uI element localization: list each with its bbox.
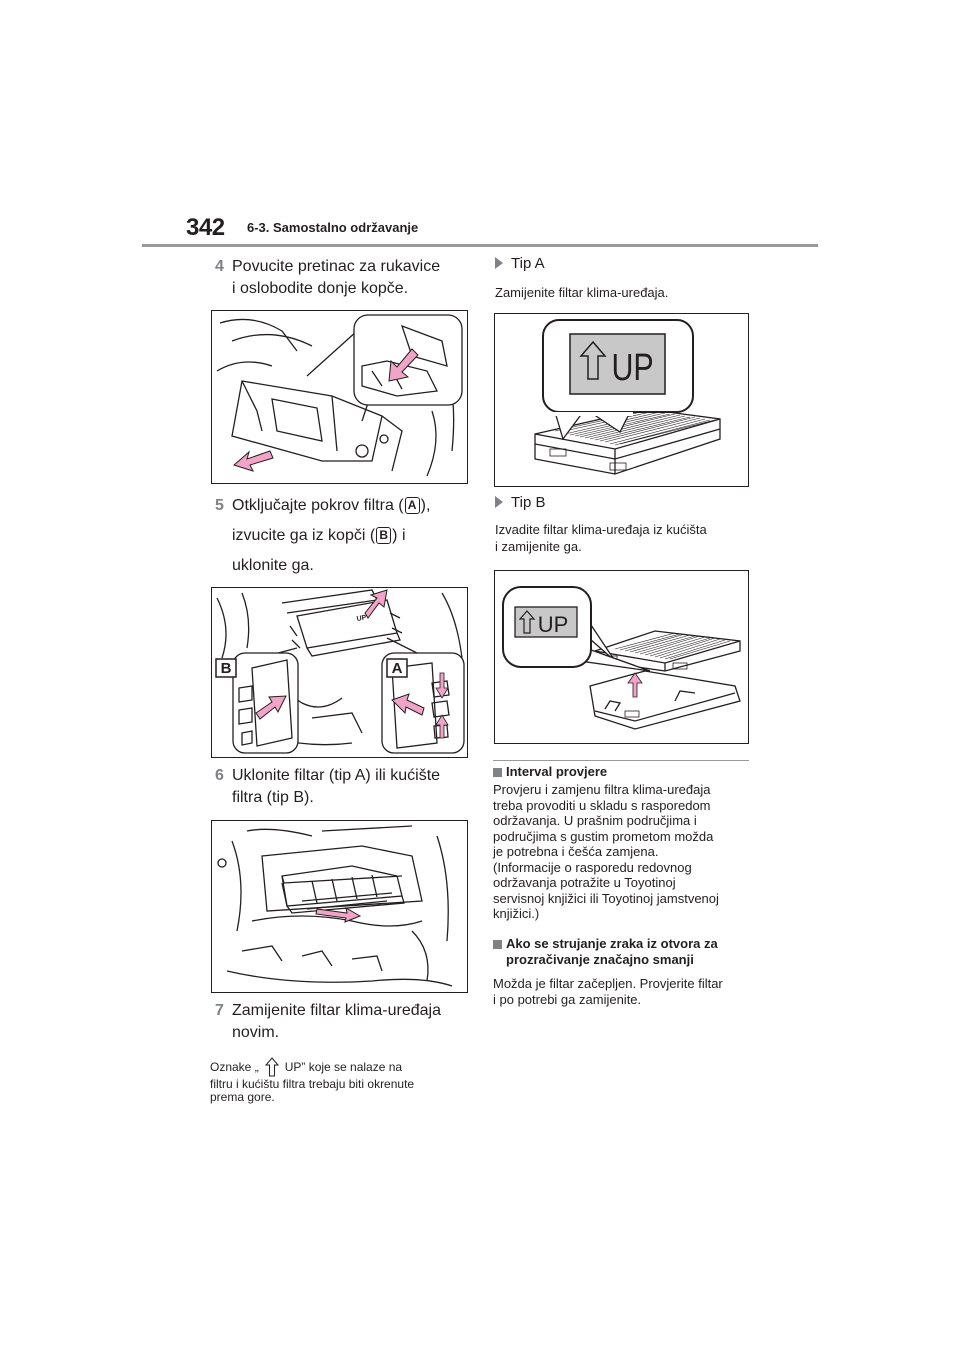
step-6: 6 Uklonite filtar (tip A) ili kućište fi… [215, 765, 472, 809]
tip-a-text: Zamijenite filtar klima-uređaja. [495, 285, 669, 300]
step-text-line: izvucite ga iz kopči (B) i [232, 521, 472, 551]
square-bullet-icon [493, 940, 502, 949]
step-text-line: Povucite pretinac za rukavice [232, 258, 441, 275]
tip-b-title: Tip B [511, 494, 546, 511]
slide-arrow [255, 695, 287, 720]
tip-a-heading: Tip A [495, 255, 545, 272]
unlock-arrow [435, 672, 449, 699]
note-line: prema gore. [210, 1090, 275, 1104]
step-text: ) i [392, 527, 406, 544]
step-5: 5 Otključajte pokrov filtra (A), izvucit… [215, 491, 472, 581]
interval-body: Provjeru i zamjenu filtra klima-uređaja … [493, 782, 753, 922]
note-line: filtru i kućištu filtra trebaju biti okr… [210, 1077, 415, 1091]
up-label: UP [538, 612, 569, 637]
step-text: Otključajte pokrov filtra ( [232, 497, 404, 514]
square-bullet-icon [493, 768, 502, 777]
step-text-line: filtra (tip B). [232, 789, 314, 806]
step-text-line: i oslobodite donje kopče. [232, 280, 409, 297]
step-number: 4 [215, 258, 224, 275]
body-line: knjižici.) [493, 906, 540, 921]
note-text: UP” koje se nalaze na [284, 1060, 403, 1074]
page-number: 342 [186, 214, 225, 241]
figure-glovebox [211, 310, 468, 484]
tip-b-filter-illustration: UP [502, 586, 741, 730]
up-arrow-icon [518, 610, 536, 634]
body-line: održavanja. U prašnim područjima i [493, 813, 697, 828]
tip-b-text: Izvadite filtar klima-uređaja iz kućišta… [495, 521, 707, 555]
body-line: Možda je filtar začepljen. Provjerite fi… [493, 976, 723, 991]
step-7: 7 Zamijenite filtar klima-uređaja novim. [215, 1000, 472, 1044]
callout-a-figure-label: A [392, 660, 403, 677]
body-line: područjima s gustim prometom možda [493, 828, 714, 844]
section-divider [493, 760, 749, 761]
figure-filter-cover: B A UP [211, 587, 468, 758]
pull-arrow [232, 450, 274, 472]
up-orientation-note: Oznake „ UP” koje se nalaze na filtru i k… [210, 1056, 470, 1104]
up-arrow-icon [579, 340, 607, 380]
unlock-arrow [435, 714, 449, 739]
step-text: izvucite ga iz kopči ( [232, 527, 376, 544]
step-text-line: novim. [232, 1024, 280, 1041]
airflow-heading: Ako se strujanje zraka iz otvora za proz… [493, 936, 758, 968]
step-text-line: uklonite ga. [232, 557, 314, 574]
airflow-title-line: prozračivanje značajno smanji [506, 952, 694, 967]
body-line: (Informacije o rasporedu redovnog [493, 859, 692, 875]
body-line: treba provoditi u skladu s rasporedom [493, 797, 711, 813]
filter-removal-illustration [217, 825, 453, 987]
triangle-bullet-icon [495, 496, 503, 508]
step-number: 7 [215, 1002, 224, 1019]
figure-tip-b-filter: UP [494, 570, 749, 744]
slide-out-arrow [315, 907, 362, 923]
interval-heading: Interval provjere [493, 764, 753, 780]
tip-a-filter-illustration: UP [534, 319, 721, 475]
tip-b-text-line: Izvadite filtar klima-uređaja iz kućišta [495, 522, 707, 537]
callout-b-figure-label: B [221, 660, 232, 677]
note-text: Oznake „ [210, 1060, 259, 1074]
tip-a-title: Tip A [511, 255, 545, 272]
body-line: održavanja potražite u Toyotinoj [493, 875, 676, 890]
step-number: 5 [215, 497, 224, 514]
body-line: i po potrebi ga zamijenite. [493, 991, 642, 1007]
up-arrow-icon [264, 1057, 279, 1084]
airflow-body: Možda je filtar začepljen. Provjerite fi… [493, 976, 758, 1007]
pull-arrow [388, 348, 419, 382]
triangle-bullet-icon [495, 257, 503, 269]
tip-b-heading: Tip B [495, 494, 545, 511]
insert-arrow [627, 672, 643, 698]
step-text: ), [420, 497, 431, 514]
step-number: 6 [215, 767, 224, 784]
unlock-arrow [391, 693, 425, 716]
body-line: servisnoj knjižici ili Toyotinoj jamstve… [493, 890, 719, 906]
up-marking: UP [356, 614, 367, 623]
tip-b-text-line: i zamijenite ga. [495, 539, 582, 554]
step-4: 4 Povucite pretinac za rukavice i oslobo… [215, 256, 472, 300]
callout-a-label: A [404, 497, 420, 514]
body-line: Provjeru i zamjenu filtra klima-uređaja [493, 782, 711, 797]
callout-b-label: B [376, 527, 392, 544]
glovebox-illustration [216, 314, 463, 477]
step-text-line: Otključajte pokrov filtra (A), [232, 491, 472, 521]
header-divider [142, 244, 818, 247]
interval-title: Interval provjere [506, 764, 608, 779]
figure-tip-a-filter: UP [494, 313, 749, 487]
figure-filter-removal [211, 820, 468, 993]
step-text-line: Zamijenite filtar klima-uređaja [232, 1002, 441, 1019]
lift-arrow [364, 589, 388, 619]
airflow-title-line: Ako se strujanje zraka iz otvora za [506, 936, 718, 951]
note-line: Oznake „ UP” koje se nalaze na [210, 1056, 470, 1078]
body-line: je potrebna i češća zamjena. [493, 844, 659, 859]
up-label: UP [611, 347, 653, 389]
filter-cover-illustration: B A UP [215, 589, 465, 754]
step-text-line: Uklonite filtar (tip A) ili kućište [232, 767, 441, 784]
section-title: 6-3. Samostalno održavanje [247, 220, 419, 235]
